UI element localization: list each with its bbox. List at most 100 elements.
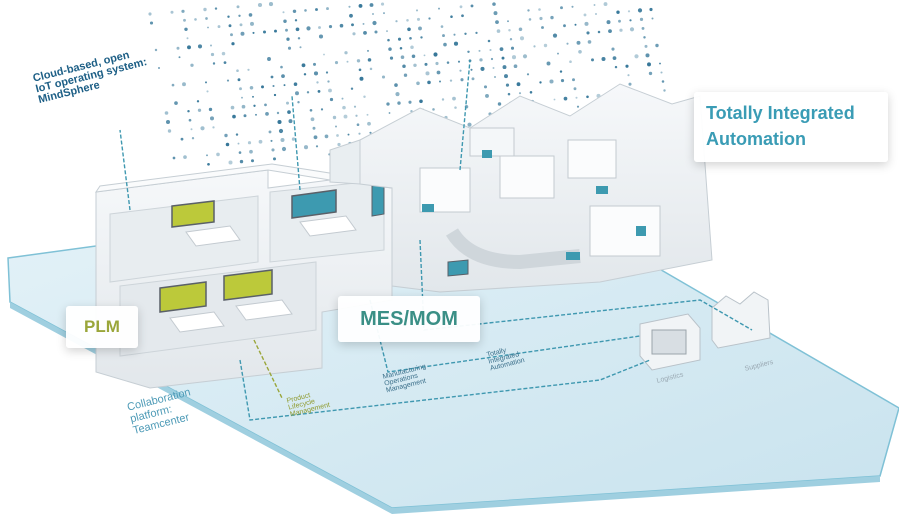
cloud-dot (274, 29, 277, 33)
cloud-dot (362, 22, 365, 25)
cloud-dot (387, 38, 390, 42)
cloud-dot (157, 66, 161, 70)
cloud-dot (297, 101, 300, 104)
cloud-dot (180, 137, 184, 141)
cloud-dot (507, 20, 509, 23)
cloud-dot (206, 90, 209, 93)
cloud-dot (309, 108, 313, 112)
cloud-dot (479, 58, 483, 62)
cloud-dot (313, 71, 319, 76)
cloud-dot (541, 26, 544, 29)
cloud-dot (286, 101, 289, 105)
cloud-dot (526, 73, 530, 76)
cloud-dot (380, 2, 385, 6)
cloud-dot (583, 13, 587, 17)
cloud-dot (237, 142, 240, 145)
cloud-dot (237, 78, 241, 82)
cloud-dot (227, 15, 230, 18)
cloud-dot (601, 56, 606, 62)
cloud-dot (494, 76, 496, 78)
cloud-dot (326, 7, 329, 11)
cloud-dot (470, 4, 474, 8)
cloud-dot (502, 65, 507, 70)
cloud-dot (207, 162, 210, 166)
cloud-dot (257, 2, 263, 8)
cloud-dot (408, 100, 412, 104)
cloud-dot (286, 37, 290, 41)
cloud-dot (148, 12, 152, 16)
cloud-dot (347, 133, 350, 136)
cloud-dot (510, 46, 515, 50)
cloud-dot (280, 65, 283, 69)
cloud-dot (539, 81, 542, 84)
cloud-dot (591, 58, 594, 62)
cloud-dot (499, 47, 504, 51)
cloud-dot (627, 74, 630, 77)
cloud-dot (320, 108, 324, 111)
cloud-dot (203, 7, 207, 12)
cloud-dot (649, 7, 653, 12)
cloud-dot (518, 27, 523, 32)
factory-hall (329, 83, 713, 293)
cloud-dot (350, 87, 354, 90)
cloud-dot (328, 25, 333, 29)
cloud-dot (182, 82, 186, 87)
cloud-dot (552, 33, 558, 38)
cloud-dot (178, 56, 181, 59)
cloud-dot (425, 71, 430, 76)
cloud-dot (313, 62, 316, 66)
cloud-dot (571, 5, 574, 8)
cloud-dot (507, 92, 511, 96)
cloud-dot (174, 101, 178, 105)
cloud-dot (467, 50, 470, 54)
cloud-dot (550, 15, 554, 20)
cloud-dot (399, 46, 403, 50)
cloud-dot (563, 96, 568, 101)
cloud-dot (341, 97, 344, 100)
cloud-dot (612, 56, 617, 60)
cloud-dot (470, 68, 473, 71)
cloud-dot (489, 48, 492, 52)
cloud-dot (629, 19, 632, 22)
cloud-dot (247, 68, 250, 71)
cloud-dot (557, 52, 559, 55)
cloud-dot (407, 27, 411, 32)
cloud-dot (660, 71, 663, 74)
cloud-dot (238, 151, 242, 154)
cloud-dot (236, 5, 240, 9)
plm-callout: PLM (66, 306, 138, 348)
cloud-dot (505, 83, 510, 87)
screen-green-3 (223, 269, 273, 301)
cloud-dot (316, 81, 319, 84)
cloud-dot (187, 45, 191, 50)
cloud-dot (291, 137, 296, 141)
cloud-dot (342, 105, 346, 110)
cloud-dot (443, 42, 447, 47)
cloud-dot (492, 2, 496, 6)
cloud-dot (539, 16, 543, 21)
cloud-dot (171, 83, 175, 87)
cloud-dot (406, 19, 409, 22)
cloud-dot (386, 102, 390, 106)
cloud-dot (317, 89, 321, 93)
cloud-dot (409, 36, 412, 40)
cloud-dot (358, 68, 362, 72)
cloud-dot (527, 9, 530, 12)
cloud-dot (324, 134, 329, 139)
cloud-dot (416, 81, 420, 86)
cloud-dot (471, 77, 475, 81)
cloud-dot (438, 7, 440, 10)
cloud-dot (315, 145, 319, 148)
cloud-dot (210, 44, 212, 47)
cloud-dot (453, 41, 459, 46)
cloud-dot (546, 61, 551, 66)
cloud-dot (594, 12, 598, 16)
cloud-dot (366, 113, 369, 116)
cloud-dot (339, 23, 344, 28)
cloud-dot (593, 4, 596, 6)
suppliers-building (711, 291, 771, 349)
cloud-dot (285, 28, 288, 32)
cloud-dot (446, 61, 450, 64)
